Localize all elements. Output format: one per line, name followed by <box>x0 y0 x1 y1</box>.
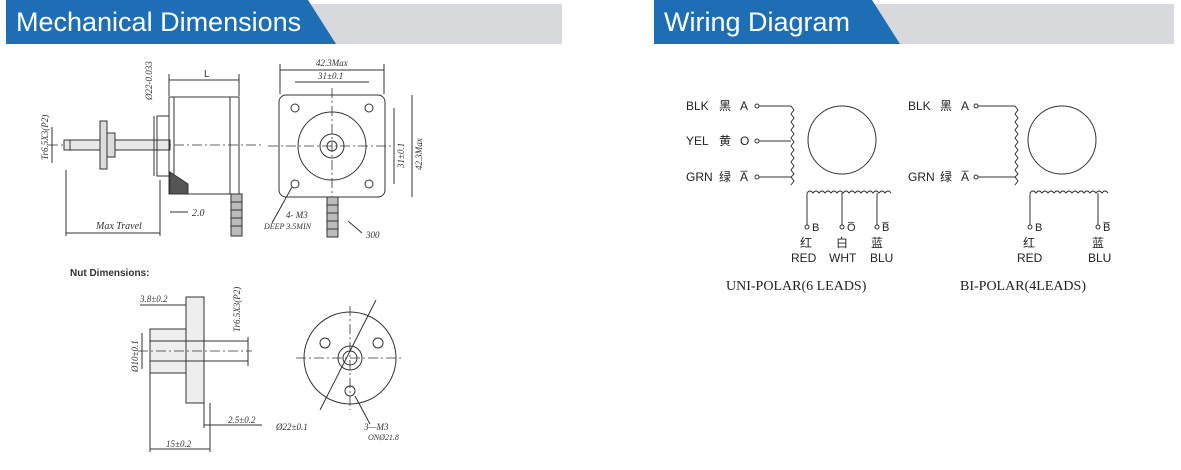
lead-label-blk-en: BLK <box>908 99 931 113</box>
dim-31-1-side: 31±0.1 <box>396 143 406 169</box>
bi-polar-wiring <box>973 103 1109 230</box>
bottom-cn-red: 红 <box>800 235 812 250</box>
lead-label-yel-cn: 黄 <box>719 134 731 148</box>
dim-42-3max-top: 42.3Max <box>316 58 348 68</box>
nut-front-labels: Ø22±0.1 3—M3 ONØ21.8 <box>275 422 399 442</box>
nut-side-labels: 3.8±0.2 Tr6.5X3(P2) Ø10±0.1 2.5±0.2 15±0… <box>130 287 256 449</box>
bottom-sig-b: B <box>812 222 819 234</box>
wiring-diagram-header: Wiring Diagram <box>654 0 1174 44</box>
bottom-en-blu: BLU <box>1088 251 1111 265</box>
bottom-cn-red: 红 <box>1023 235 1035 250</box>
nut-dimensions-label: Nut Dimensions: <box>70 268 149 279</box>
lead-label-blk-en: BLK <box>686 99 709 113</box>
lead-label-blk-sig: A <box>961 99 969 113</box>
dim-22: Ø22±0.1 <box>275 422 308 432</box>
dim-boss: Ø22-0.033 <box>144 61 154 101</box>
bi-polar-caption: BI-POLAR(4LEADS) <box>960 279 1086 294</box>
dim-thread: Tr6.5X3(P2) <box>232 287 242 332</box>
dim-15: 15±0.2 <box>166 439 192 449</box>
section-title: Wiring Diagram <box>654 0 900 44</box>
dim-on: ONØ21.8 <box>368 433 399 442</box>
motor-side-labels: L Tr6.5X3(P2) Ø22-0.033 2.0 Max Travel <box>40 61 210 232</box>
dim-42-3max-side: 42.3Max <box>414 138 424 170</box>
nut-front-view <box>296 299 404 425</box>
dim-deep: DEEP 3.5MIN <box>263 222 312 231</box>
uni-polar-wiring <box>754 103 892 230</box>
dim-max-travel: Max Travel <box>95 221 142 232</box>
bottom-en-blu: BLU <box>870 251 893 265</box>
lead-label-grn-cn: 绿 <box>719 169 731 184</box>
bottom-en-red: RED <box>791 251 817 265</box>
bottom-cn-blu: 蓝 <box>871 236 883 250</box>
lead-label-blk-cn: 黑 <box>719 99 731 113</box>
bottom-en-wht: WHT <box>829 251 857 265</box>
lead-label-grn-en: GRN <box>686 170 713 184</box>
motor-side-view <box>48 74 262 237</box>
uni-polar-labels: BLK 黑 A YEL 黄 O GRN 绿 A̅ B O̅ B̅ 红 白 蓝 R… <box>686 99 893 294</box>
dim-2-5: 2.5±0.2 <box>228 415 256 425</box>
lead-label-yel-en: YEL <box>686 134 709 148</box>
lead-label-blk-sig: A <box>740 99 748 113</box>
dim-10: Ø10±0.1 <box>130 340 140 373</box>
motor-front-view <box>268 64 413 238</box>
mechanical-dimensions-header: Mechanical Dimensions <box>6 0 562 44</box>
section-title: Mechanical Dimensions <box>6 0 336 44</box>
bi-polar-labels: BLK 黑 A GRN 绿 A̅ B B̅ 红 蓝 RED BLU BI-POL… <box>908 99 1111 294</box>
motor-front-labels: 42.3Max 31±0.1 31±0.1 42.3Max 4- M3 DEEP… <box>263 58 424 240</box>
lead-label-grn-sig: A̅ <box>740 170 748 184</box>
dim-m3: 4- M3 <box>286 210 308 220</box>
bottom-en-red: RED <box>1017 251 1043 265</box>
lead-label-grn-sig: A̅ <box>961 170 969 184</box>
lead-label-blk-cn: 黑 <box>940 99 952 113</box>
dim-300: 300 <box>365 230 380 240</box>
dim-31-1-top: 31±0.1 <box>317 71 343 81</box>
bottom-sig-b: B <box>1035 222 1042 234</box>
nut-side-view <box>138 296 262 452</box>
lead-label-yel-sig: O <box>740 134 749 148</box>
bottom-sig-o: O̅ <box>847 222 856 234</box>
dim-3m3: 3—M3 <box>363 422 389 432</box>
bottom-sig-bbar: B̅ <box>1102 222 1110 234</box>
dim-L: L <box>204 69 210 80</box>
bottom-cn-blu: 蓝 <box>1092 236 1104 250</box>
uni-polar-caption: UNI-POLAR(6 LEADS) <box>726 279 867 294</box>
lead-label-grn-cn: 绿 <box>940 169 952 184</box>
dim-3-8: 3.8±0.2 <box>139 294 168 304</box>
lead-label-grn-en: GRN <box>908 170 935 184</box>
dim-2-0: 2.0 <box>192 208 205 219</box>
dim-shaft-thread: Tr6.5X3(P2) <box>40 115 50 160</box>
bottom-sig-bbar: B̅ <box>881 222 889 234</box>
bottom-cn-wht: 白 <box>836 235 848 250</box>
